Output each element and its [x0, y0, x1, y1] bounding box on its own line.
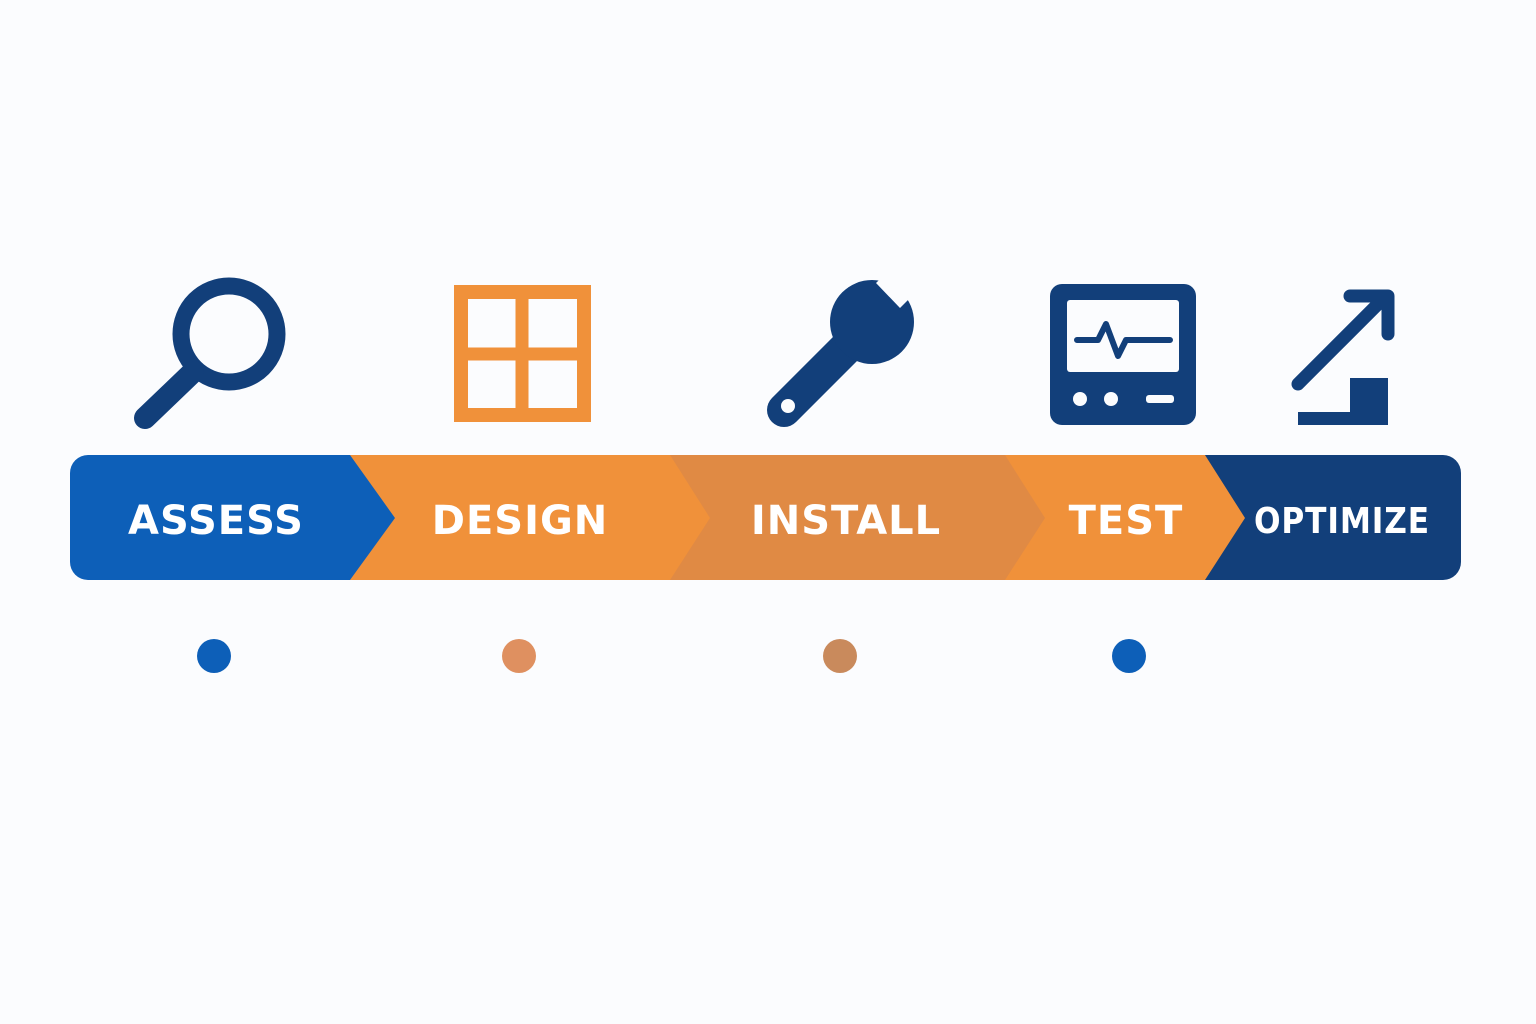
magnifier-icon	[134, 277, 286, 429]
growth-arrow-icon	[1291, 289, 1395, 425]
grid-icon	[454, 285, 591, 422]
step-label-install: INSTALL	[751, 498, 941, 544]
step-label-test: TEST	[1069, 498, 1184, 544]
step-segment-install	[665, 455, 1045, 580]
step-segment-test	[1000, 455, 1245, 580]
timeline-dot-4	[1112, 639, 1146, 673]
timeline-dot-1	[197, 639, 231, 673]
wrench-icon	[767, 260, 924, 427]
step-segment-optimize	[1200, 455, 1461, 580]
timeline-connector	[197, 639, 1146, 673]
step-label-assess: ASSESS	[128, 498, 304, 544]
timeline-dot-3	[823, 639, 857, 673]
monitor-icon	[1050, 284, 1196, 425]
timeline-dot-2	[502, 639, 536, 673]
step-label-optimize: OPTIMIZE	[1254, 501, 1430, 542]
step-segment-assess	[70, 455, 395, 580]
step-label-design: DESIGN	[432, 498, 609, 544]
process-bar	[70, 455, 1461, 580]
step-segment-design	[345, 455, 710, 580]
